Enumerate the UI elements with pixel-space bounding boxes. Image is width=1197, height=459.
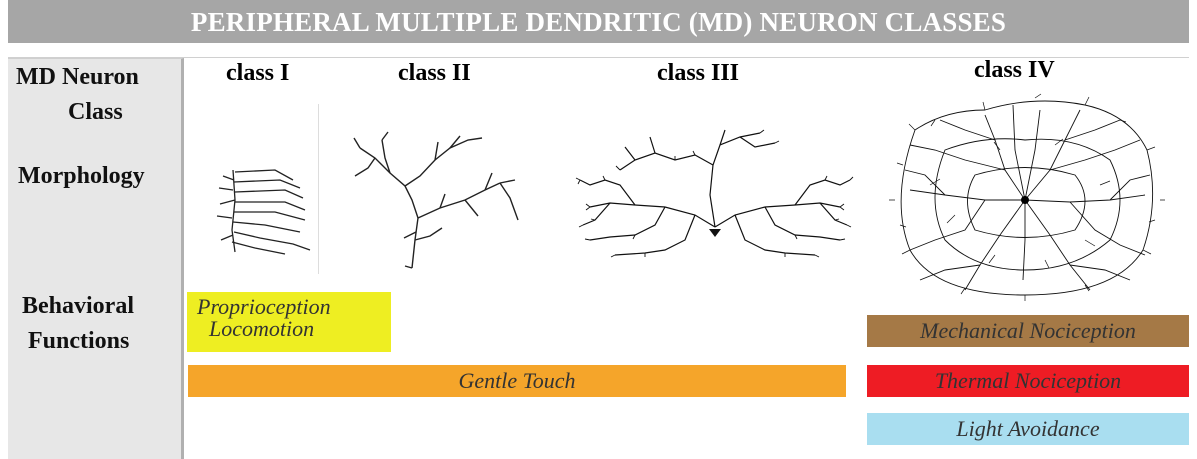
class-iii-header: class III [657,60,739,87]
class-iii-neuron-image [575,125,855,265]
class-ii-header: class II [398,60,471,87]
class-ii-neuron-image [350,128,530,273]
mechanical-nociception-bar: Mechanical Nociception [867,315,1189,347]
class-i-neuron-image [205,160,315,260]
class-label-line1: MD Neuron [16,64,139,91]
class-label-line2: Class [68,99,123,126]
class-iv-header: class IV [974,57,1055,84]
morphology-divider [318,104,319,274]
gentle-touch-bar: Gentle Touch [188,365,846,397]
class-i-header: class I [226,60,289,87]
behavior-label-line2: Functions [28,328,129,355]
page-title: PERIPHERAL MULTIPLE DENDRITIC (MD) NEURO… [8,0,1189,43]
proprioception-locomotion-bar: Proprioception Locomotion [187,292,391,352]
light-avoidance-bar: Light Avoidance [867,413,1189,445]
behavior-label-line1: Behavioral [22,293,134,320]
thermal-nociception-bar: Thermal Nociception [867,365,1189,397]
morphology-label: Morphology [18,163,145,190]
class-iv-neuron-image [885,90,1165,302]
locomotion-label: Locomotion [209,316,314,342]
